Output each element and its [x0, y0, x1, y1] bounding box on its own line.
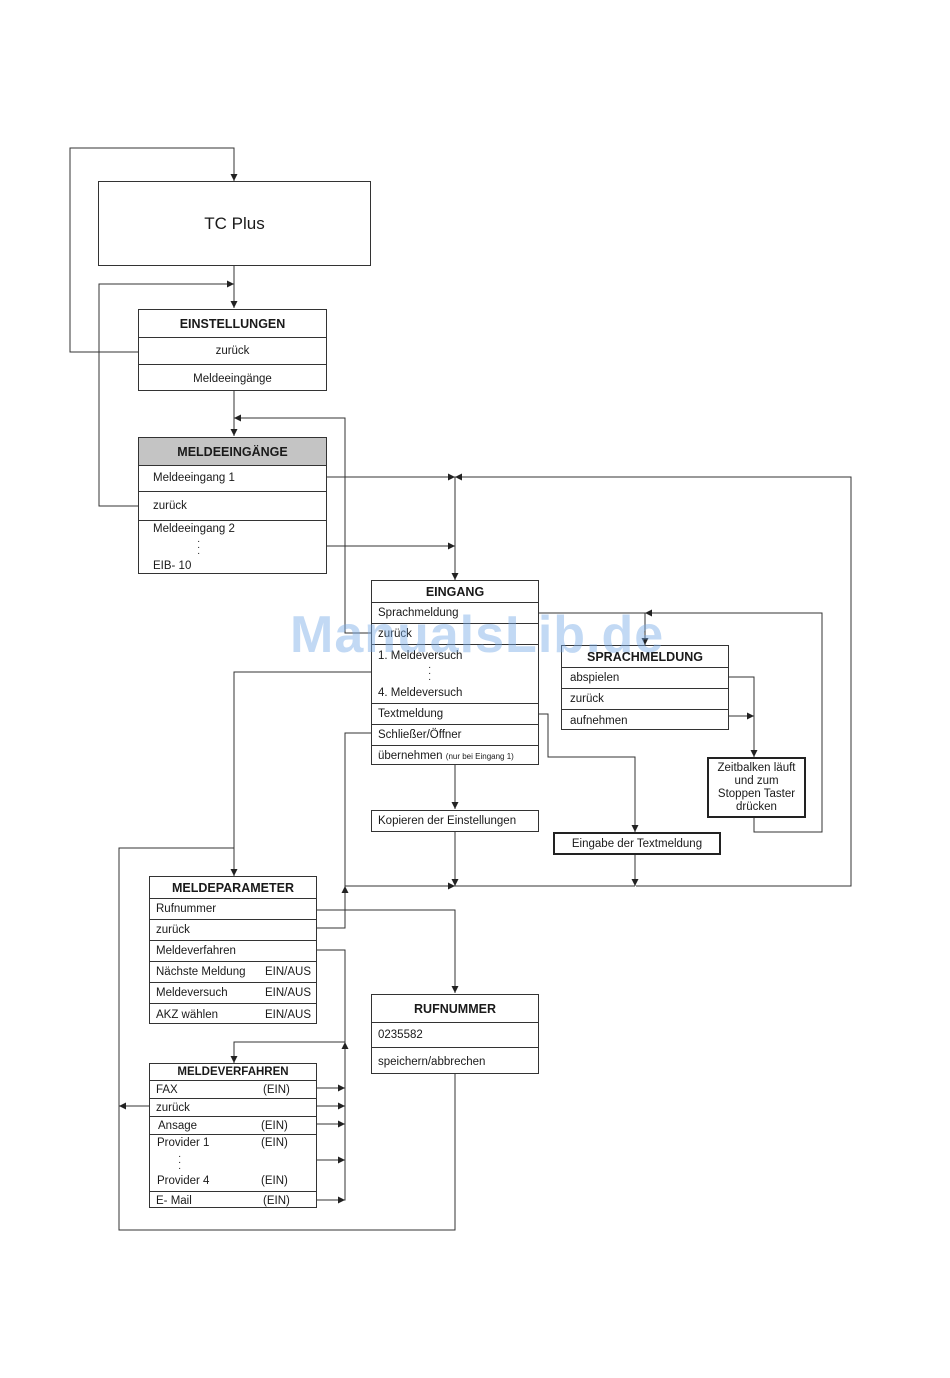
item-label: Meldeversuch: [156, 987, 228, 999]
menu-item-meldeeingaenge[interactable]: Meldeeingänge: [139, 364, 326, 392]
item-label: EIB- 10: [153, 560, 192, 572]
menu-item-meldeeingang-2[interactable]: Meldeeingang 2 ··· EIB- 10: [139, 520, 326, 575]
item-value: (EIN): [263, 1083, 290, 1096]
menu-item-abspielen[interactable]: abspielen: [562, 667, 728, 688]
item-label: Provider 4: [157, 1175, 210, 1187]
item-label: Rufnummer: [156, 903, 217, 915]
rufnummer-value[interactable]: 0235582: [372, 1022, 538, 1047]
menu-item-textmeldung[interactable]: Textmeldung: [372, 703, 538, 724]
item-label: E- Mail: [156, 1194, 192, 1207]
menu-title: MELDEVERFAHREN: [177, 1066, 289, 1078]
menu-item-zurueck[interactable]: zurück: [562, 688, 728, 709]
item-label: übernehmen: [378, 750, 443, 762]
item-label: zurück: [156, 924, 190, 936]
meldeverfahren-menu: MELDEVERFAHREN FAX (EIN) zurück Ansage (EI…: [149, 1063, 317, 1208]
connector: [645, 609, 823, 833]
menu-title: EINSTELLUNGEN: [179, 316, 286, 331]
item-label: Meldeverfahren: [156, 945, 236, 957]
item-value: EIN/AUS: [265, 966, 312, 978]
menu-item-meldeverfahren[interactable]: Meldeverfahren: [150, 940, 316, 961]
connector: [538, 612, 649, 645]
menu-item-zurueck[interactable]: zurück: [150, 1098, 316, 1116]
item-note: (nur bei Eingang 1): [445, 751, 514, 761]
connector: [317, 949, 346, 1201]
menu-item-speichern-abbrechen[interactable]: speichern/abbrechen: [372, 1047, 538, 1075]
menu-item-naechste-meldung[interactable]: Nächste Meldung EIN/AUS: [150, 961, 316, 982]
menu-title: RUFNUMMER: [414, 1001, 496, 1016]
connector: [344, 732, 371, 886]
menu-title: SPRACHMELDUNG: [587, 649, 703, 664]
item-label: Meldeeingang 2: [153, 523, 235, 535]
item-label: AKZ wählen: [156, 1008, 219, 1021]
zeitbalken-box: Zeitbalken läuft und zum Stoppen Taster …: [707, 757, 806, 818]
menu-item-email[interactable]: E- Mail (EIN): [150, 1191, 316, 1209]
connector: [538, 713, 639, 832]
ellipsis-dots: ···: [197, 536, 201, 559]
item-label: 1. Meldeversuch: [378, 650, 463, 662]
ellipsis-dots: ···: [428, 662, 432, 685]
connector: [98, 280, 234, 507]
connector: [118, 847, 456, 1231]
connector: [234, 414, 371, 634]
zeitbalken-text: Zeitbalken läuft und zum Stoppen Taster …: [717, 761, 796, 813]
item-label: 4. Meldeversuch: [378, 687, 463, 699]
menu-item-ansage[interactable]: Ansage (EIN): [150, 1116, 316, 1134]
tc-plus-label: TC Plus: [204, 213, 265, 233]
menu-title: EINGANG: [425, 584, 485, 599]
tc-plus-box: TC Plus: [98, 181, 371, 266]
menu-title: MELDEPARAMETER: [172, 880, 294, 895]
menu-item-zurueck[interactable]: zurück: [372, 623, 538, 644]
menu-item-meldeeingang-1[interactable]: Meldeeingang 1: [153, 472, 235, 484]
connector: [317, 886, 349, 929]
menu-item-akz-waehlen[interactable]: AKZ wählen EIN/AUS: [150, 1003, 316, 1025]
item-label: FAX: [156, 1083, 178, 1096]
item-label: Nächste Meldung: [156, 966, 246, 978]
meldeparameter-menu: MELDEPARAMETER Rufnummer zurück Meldever…: [149, 876, 317, 1024]
menu-item-zurueck[interactable]: zurück: [150, 919, 316, 940]
meldeeingaenge-menu: MELDEEINGÄNGE Meldeeingang 1 zurück Meld…: [138, 437, 327, 574]
connector: [728, 676, 758, 757]
item-label: Provider 1: [157, 1137, 210, 1149]
item-value: (EIN): [261, 1175, 288, 1187]
menu-item-fax[interactable]: FAX (EIN): [150, 1080, 316, 1098]
item-value: (EIN): [263, 1194, 290, 1207]
menu-item-provider[interactable]: Provider 1 (EIN) ··· Provider 4 (EIN): [150, 1134, 316, 1191]
connector: [317, 909, 459, 993]
item-value: EIN/AUS: [265, 987, 312, 999]
kopieren-box[interactable]: Kopieren der Einstellungen: [371, 810, 539, 832]
connector: [230, 671, 371, 876]
menu-item-rufnummer[interactable]: Rufnummer: [150, 898, 316, 919]
menu-item-aufnehmen[interactable]: aufnehmen: [562, 709, 728, 731]
item-value: (EIN): [261, 1137, 288, 1149]
rufnummer-menu: RUFNUMMER 0235582 speichern/abbrechen: [371, 994, 539, 1074]
menu-item-sprachmeldung[interactable]: Sprachmeldung: [372, 602, 538, 623]
menu-item-zurueck[interactable]: zurück: [139, 491, 326, 520]
item-label: zurück: [156, 1101, 190, 1114]
item-label: Ansage: [158, 1119, 198, 1132]
connector: [455, 473, 852, 887]
connector: [230, 1041, 345, 1063]
connector: [69, 147, 238, 353]
menu-item-meldeversuch[interactable]: 1. Meldeversuch ··· 4. Meldeversuch: [372, 644, 538, 703]
textmeldung-eingabe-box[interactable]: Eingabe der Textmeldung: [553, 832, 721, 855]
item-value: (EIN): [261, 1119, 288, 1132]
kopieren-label: Kopieren der Einstellungen: [378, 815, 517, 827]
textmeldung-eingabe-label: Eingabe der Textmeldung: [571, 837, 703, 850]
menu-item-zurueck[interactable]: zurück: [139, 337, 326, 364]
menu-item-uebernehmen[interactable]: übernehmen (nur bei Eingang 1): [372, 745, 538, 766]
menu-title: MELDEEINGÄNGE: [139, 438, 326, 466]
einstellungen-menu: EINSTELLUNGEN zurück Meldeeingänge: [138, 309, 327, 391]
menu-item-schliesser-oeffner[interactable]: Schließer/Öffner: [372, 724, 538, 745]
sprachmeldung-menu: SPRACHMELDUNG abspielen zurück aufnehmen: [561, 645, 729, 730]
eingang-menu: EINGANG Sprachmeldung zurück 1. Meldever…: [371, 580, 539, 765]
ellipsis-dots: ···: [178, 1151, 182, 1174]
item-value: EIN/AUS: [265, 1008, 312, 1021]
menu-item-meldeversuch[interactable]: Meldeversuch EIN/AUS: [150, 982, 316, 1003]
